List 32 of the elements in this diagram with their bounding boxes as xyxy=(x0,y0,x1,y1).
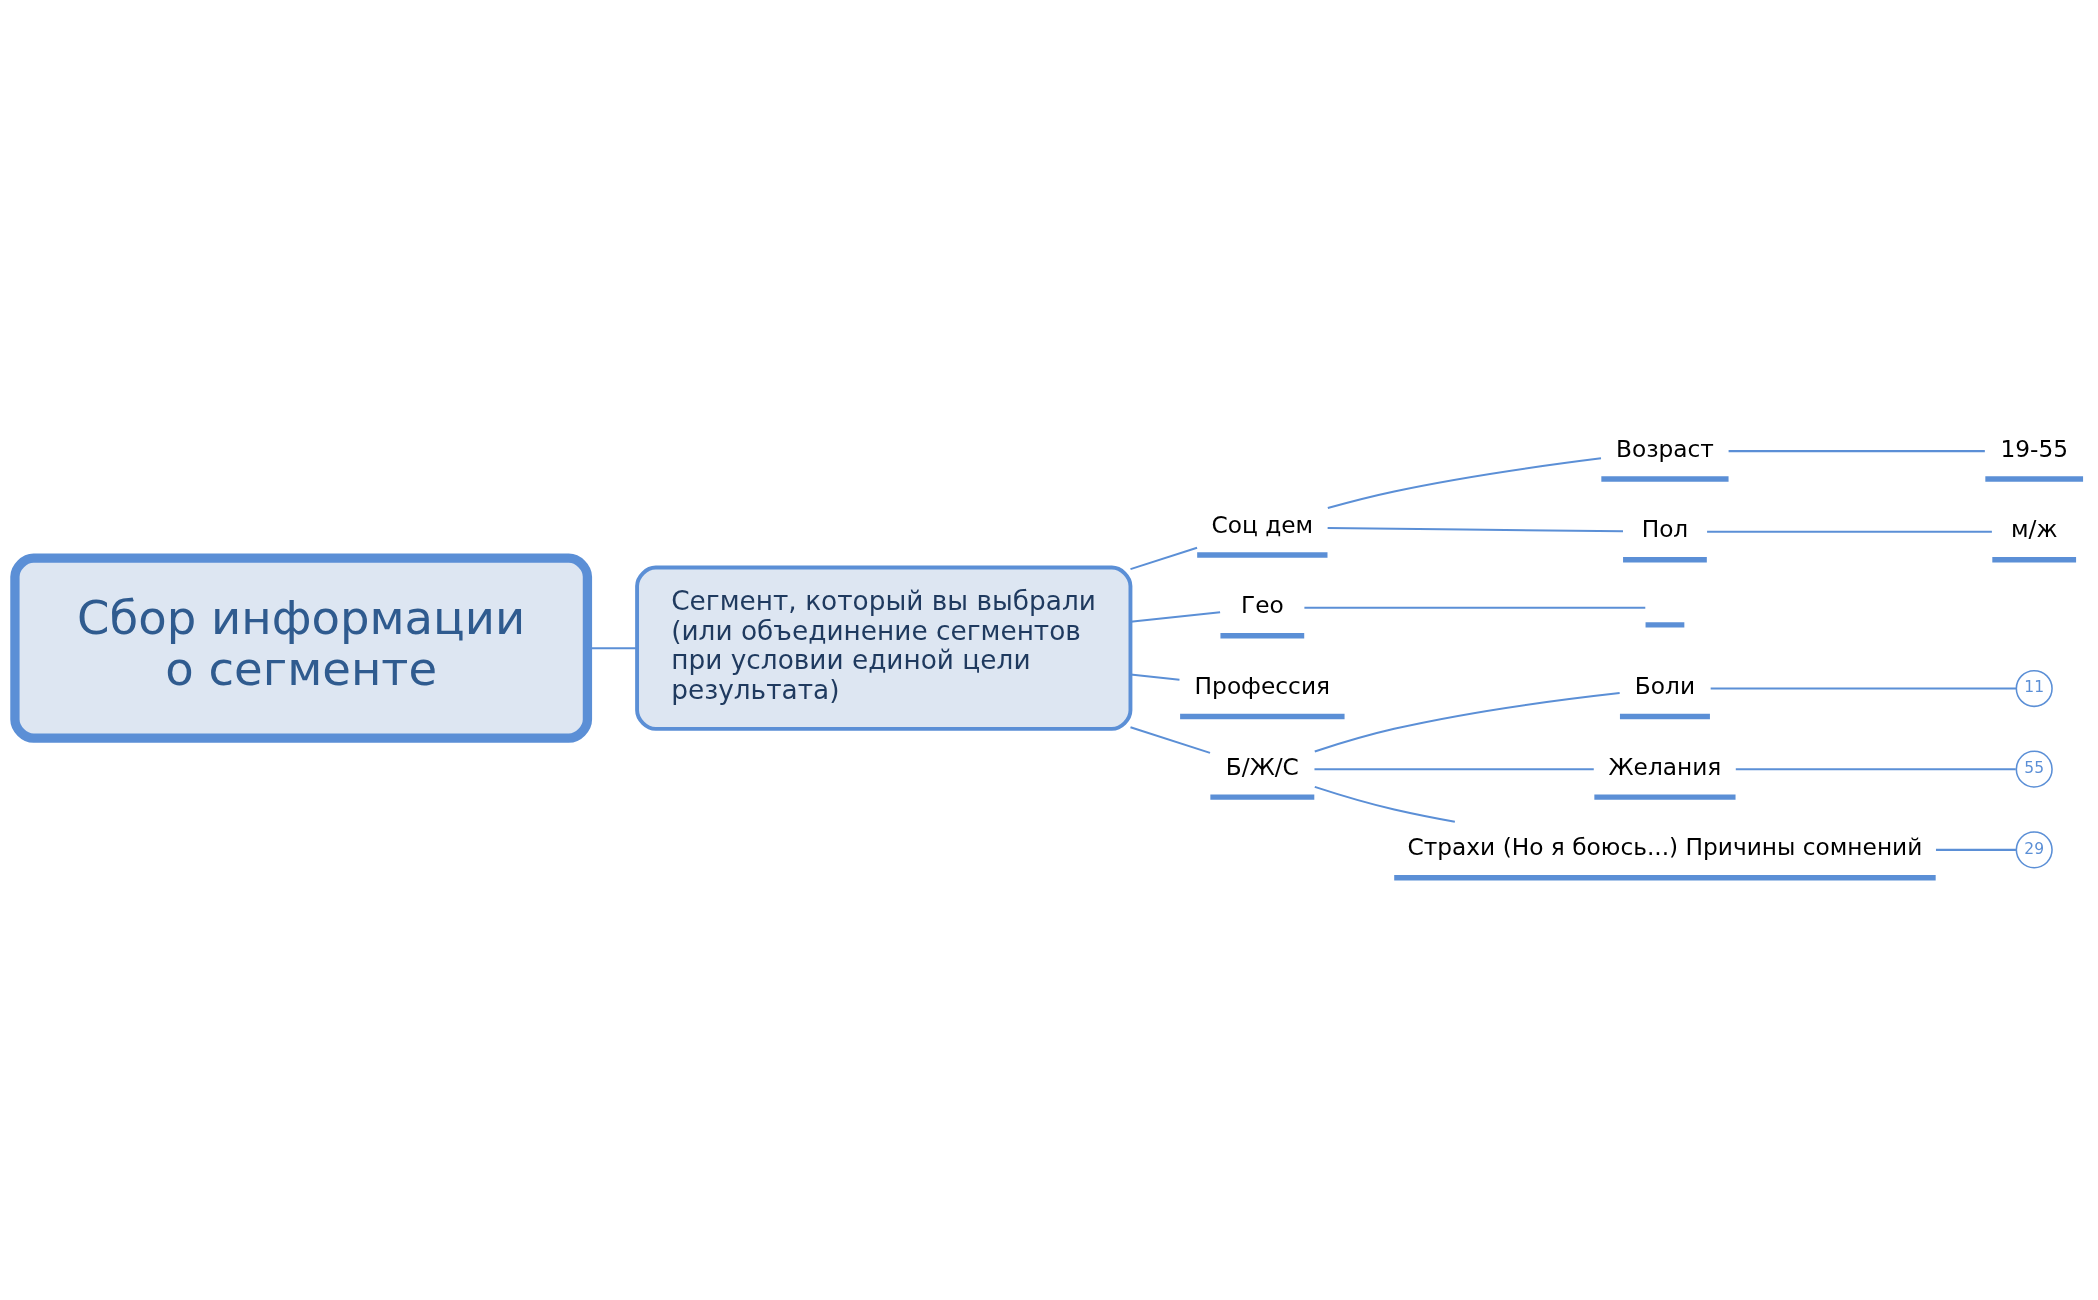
connector xyxy=(1327,526,1623,532)
connector xyxy=(1327,456,1602,509)
connector xyxy=(1935,848,2016,851)
node-text: Гео xyxy=(1240,590,1284,618)
node-text: Б/Ж/С xyxy=(1225,752,1299,780)
connector xyxy=(1314,691,1620,752)
connector xyxy=(1707,530,1992,533)
node-text: Желания xyxy=(1608,752,1722,780)
connector xyxy=(1735,767,2016,770)
node-text: 19-55 xyxy=(2000,434,2068,462)
connector xyxy=(1130,610,1221,623)
connector xyxy=(1728,449,1985,452)
node-box: Сегмент, который вы выбрали (или объединение сегментов при условии единой цели результата) xyxy=(635,565,1133,731)
connector xyxy=(1710,687,2017,689)
connector xyxy=(1304,606,1646,609)
connector xyxy=(1130,546,1198,570)
connector xyxy=(1130,673,1180,681)
node-text: Профессия xyxy=(1194,671,1331,699)
node-text: Соц дем xyxy=(1211,510,1314,538)
node-text: Страхи (Но я боюсь...) Причины сомнений xyxy=(1407,832,1923,860)
node-circle: 11 xyxy=(2015,669,2053,707)
node-bar xyxy=(1645,621,1685,628)
node-text: Боли xyxy=(1634,671,1696,699)
node-box: Сбор информации о сегменте xyxy=(10,553,593,743)
node-circle: 29 xyxy=(2015,830,2053,868)
connector xyxy=(1314,767,1594,770)
node-text: м/ж xyxy=(2011,514,2058,542)
node-text: Пол xyxy=(1641,514,1689,542)
connector xyxy=(1314,785,1456,823)
connector xyxy=(1130,725,1211,754)
node-text: Возраст xyxy=(1615,434,1714,462)
node-circle: 55 xyxy=(2015,750,2053,788)
